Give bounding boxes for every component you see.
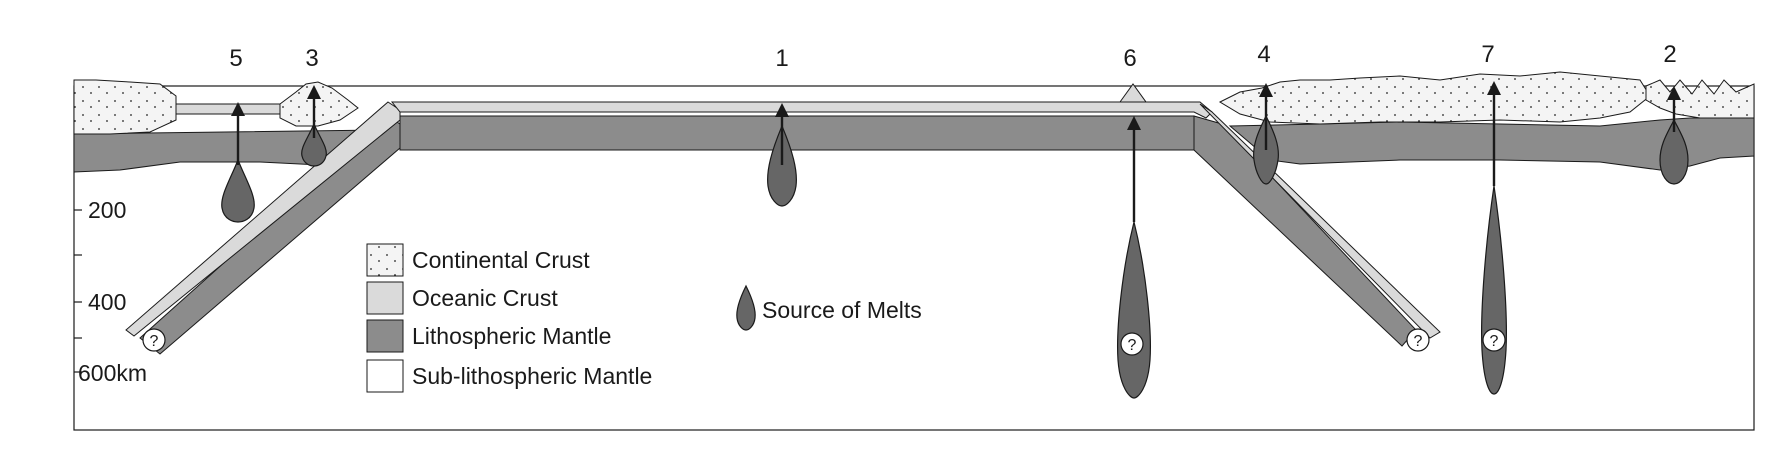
arc-continental-crust <box>279 81 359 127</box>
unknown-marker-left-slab <box>142 328 166 352</box>
site-label-1: 1 <box>775 45 788 72</box>
melt-source-1 <box>767 124 797 207</box>
left-slab-lithospheric-mantle <box>139 115 401 355</box>
melt-source-3 <box>301 122 327 167</box>
site-label-3: 3 <box>305 45 318 72</box>
left-continental-crust <box>73 79 177 135</box>
site-labels: 5 3 1 6 4 7 2 <box>229 41 1676 72</box>
legend-swatch-sub-lithospheric-mantle <box>366 359 404 393</box>
site-label-6: 6 <box>1123 45 1136 72</box>
unknown-marker-right-slab <box>1406 328 1430 352</box>
unknown-marker-6-text: ? <box>1128 337 1137 354</box>
unknown-marker-7-text: ? <box>1490 333 1499 350</box>
site-label-5: 5 <box>229 45 242 72</box>
volcano-6 <box>1119 83 1147 103</box>
melt-source-2 <box>1659 118 1689 185</box>
site-label-4: 4 <box>1257 41 1270 68</box>
legend-swatch-oceanic-crust <box>366 281 404 315</box>
legend-label-lithospheric-mantle: Lithospheric Mantle <box>412 323 611 349</box>
legend-melt-source-icon <box>736 284 756 331</box>
ocean-plate-lithospheric-mantle <box>399 115 1207 151</box>
legend-swatch-lithospheric-mantle <box>366 319 404 353</box>
left-oceanic-crust-strip <box>175 103 287 115</box>
site-label-2: 2 <box>1663 41 1676 68</box>
legend-label-sub-lithospheric-mantle: Sub-lithospheric Mantle <box>412 363 652 389</box>
legend-label-source-of-melts: Source of Melts <box>762 297 922 323</box>
legend: Continental Crust Oceanic Crust Lithosph… <box>366 243 922 393</box>
melt-source-5 <box>221 158 255 223</box>
site-label-7: 7 <box>1481 41 1494 68</box>
right-continental-crust <box>1218 71 1651 125</box>
melt-ascent-arrows <box>231 81 1681 222</box>
unknown-marker-6 <box>1120 332 1144 356</box>
melt-source-6 <box>1117 221 1151 399</box>
unknown-marker-7 <box>1482 328 1506 352</box>
depth-tick-labels: 200 400 600km <box>78 197 147 386</box>
unknown-marker-right-slab-text: ? <box>1414 333 1423 350</box>
legend-swatch-continental-crust <box>366 243 404 277</box>
unknown-source-markers: ? ? ? ? <box>142 328 1506 356</box>
depth-label-400: 400 <box>88 289 126 315</box>
legend-label-oceanic-crust: Oceanic Crust <box>412 285 558 311</box>
unknown-marker-left-slab-text: ? <box>150 333 159 350</box>
right-continent-lithospheric-mantle <box>1228 117 1755 171</box>
ocean-plate-oceanic-crust <box>390 101 1213 119</box>
legend-label-continental-crust: Continental Crust <box>412 247 590 273</box>
depth-label-600: 600km <box>78 360 147 386</box>
depth-label-200: 200 <box>88 197 126 223</box>
